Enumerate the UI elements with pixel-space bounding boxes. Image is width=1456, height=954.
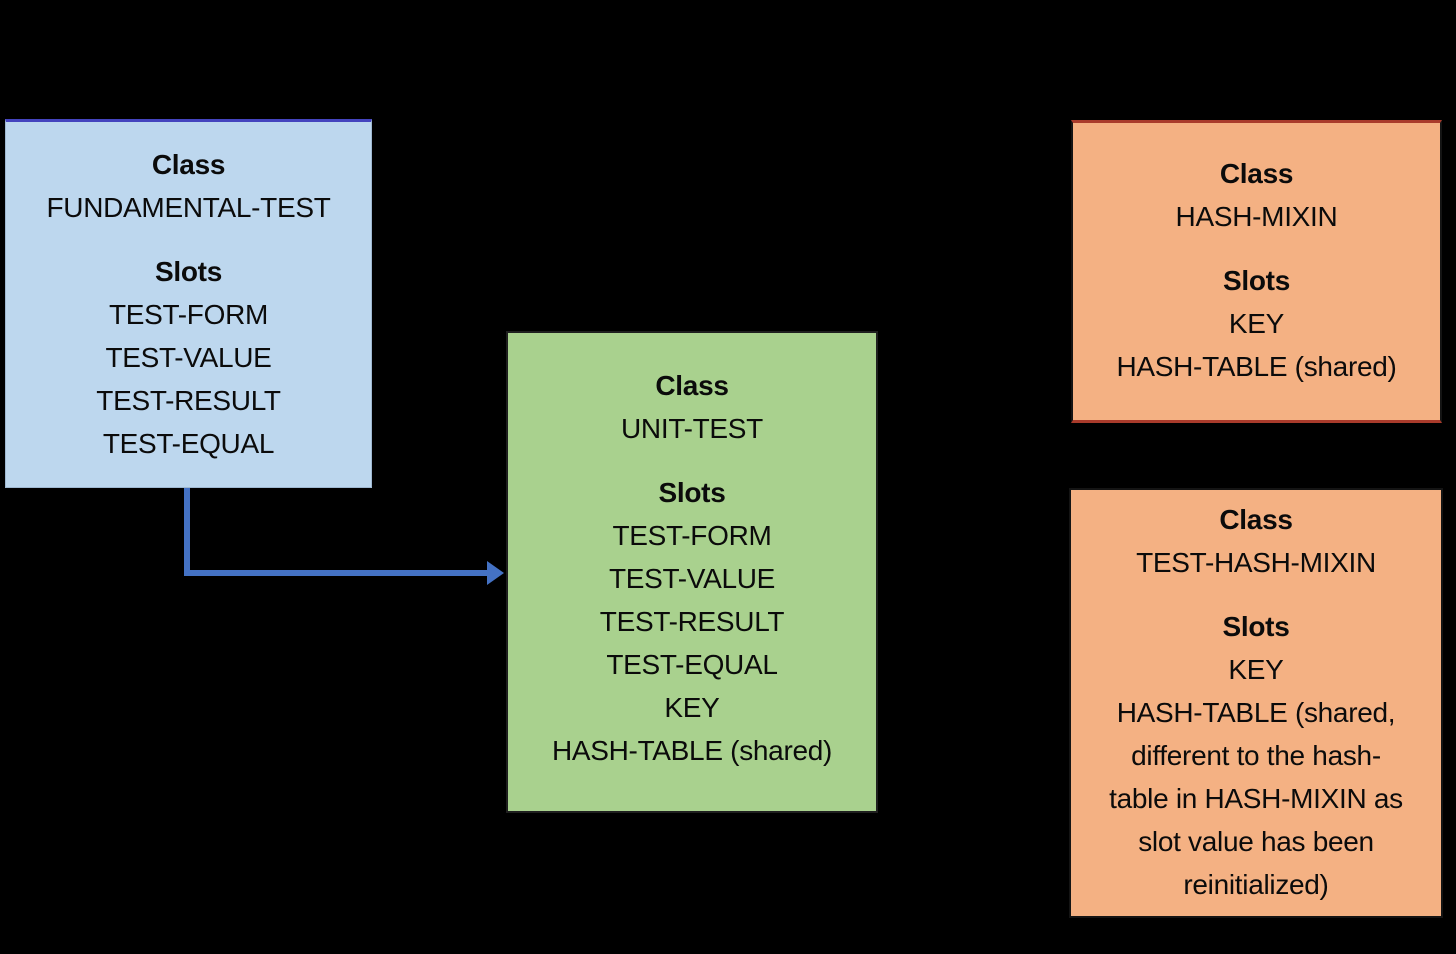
slot-item: TEST-VALUE (105, 342, 272, 373)
class-header: Class (1219, 158, 1294, 189)
class-header: Class (1219, 504, 1293, 535)
slot-item: TEST-EQUAL (102, 428, 275, 459)
slot-item: TEST-RESULT (96, 385, 281, 416)
class-header: Class (655, 370, 729, 401)
slot-item: KEY (664, 692, 720, 723)
class-box-hash-mixin: Class HASH-MIXIN Slots KEY HASH-TABLE (s… (1071, 120, 1442, 423)
class-name: TEST-HASH-MIXIN (1136, 547, 1376, 578)
class-name: HASH-MIXIN (1175, 201, 1338, 232)
slots-header: Slots (155, 256, 222, 287)
slots-header: Slots (1223, 265, 1290, 296)
slot-item: HASH-TABLE (shared) (1116, 351, 1397, 382)
class-header: Class (151, 149, 226, 180)
slot-item: HASH-TABLE (shared, (1116, 697, 1396, 728)
class-box-test-hash-mixin: Class TEST-HASH-MIXIN Slots KEY HASH-TAB… (1069, 488, 1443, 918)
inheritance-arrow-head-icon (487, 561, 504, 585)
slot-item: KEY (1228, 308, 1285, 339)
slot-item: slot value has been (1138, 826, 1374, 857)
slots-header: Slots (1222, 611, 1290, 642)
inheritance-arrow-horizontal-segment (184, 570, 488, 576)
slot-item: TEST-VALUE (608, 563, 776, 594)
class-name: UNIT-TEST (621, 413, 763, 444)
slot-item: KEY (1228, 654, 1284, 685)
slot-item: different to the hash- (1131, 740, 1381, 771)
slot-item: TEST-RESULT (599, 606, 785, 637)
slot-item: TEST-FORM (108, 299, 269, 330)
slot-item: HASH-TABLE (shared) (551, 735, 833, 766)
class-box-fundamental-test: Class FUNDAMENTAL-TEST Slots TEST-FORM T… (5, 119, 372, 488)
class-name: FUNDAMENTAL-TEST (46, 192, 331, 223)
inheritance-arrow-vertical-segment (184, 488, 190, 576)
slot-item: table in HASH-MIXIN as (1109, 783, 1403, 814)
slot-item: TEST-FORM (612, 520, 772, 551)
class-box-unit-test: Class UNIT-TEST Slots TEST-FORM TEST-VAL… (506, 331, 878, 813)
slot-item: TEST-EQUAL (606, 649, 778, 680)
slot-item: reinitialized) (1183, 869, 1329, 900)
slots-header: Slots (658, 477, 726, 508)
